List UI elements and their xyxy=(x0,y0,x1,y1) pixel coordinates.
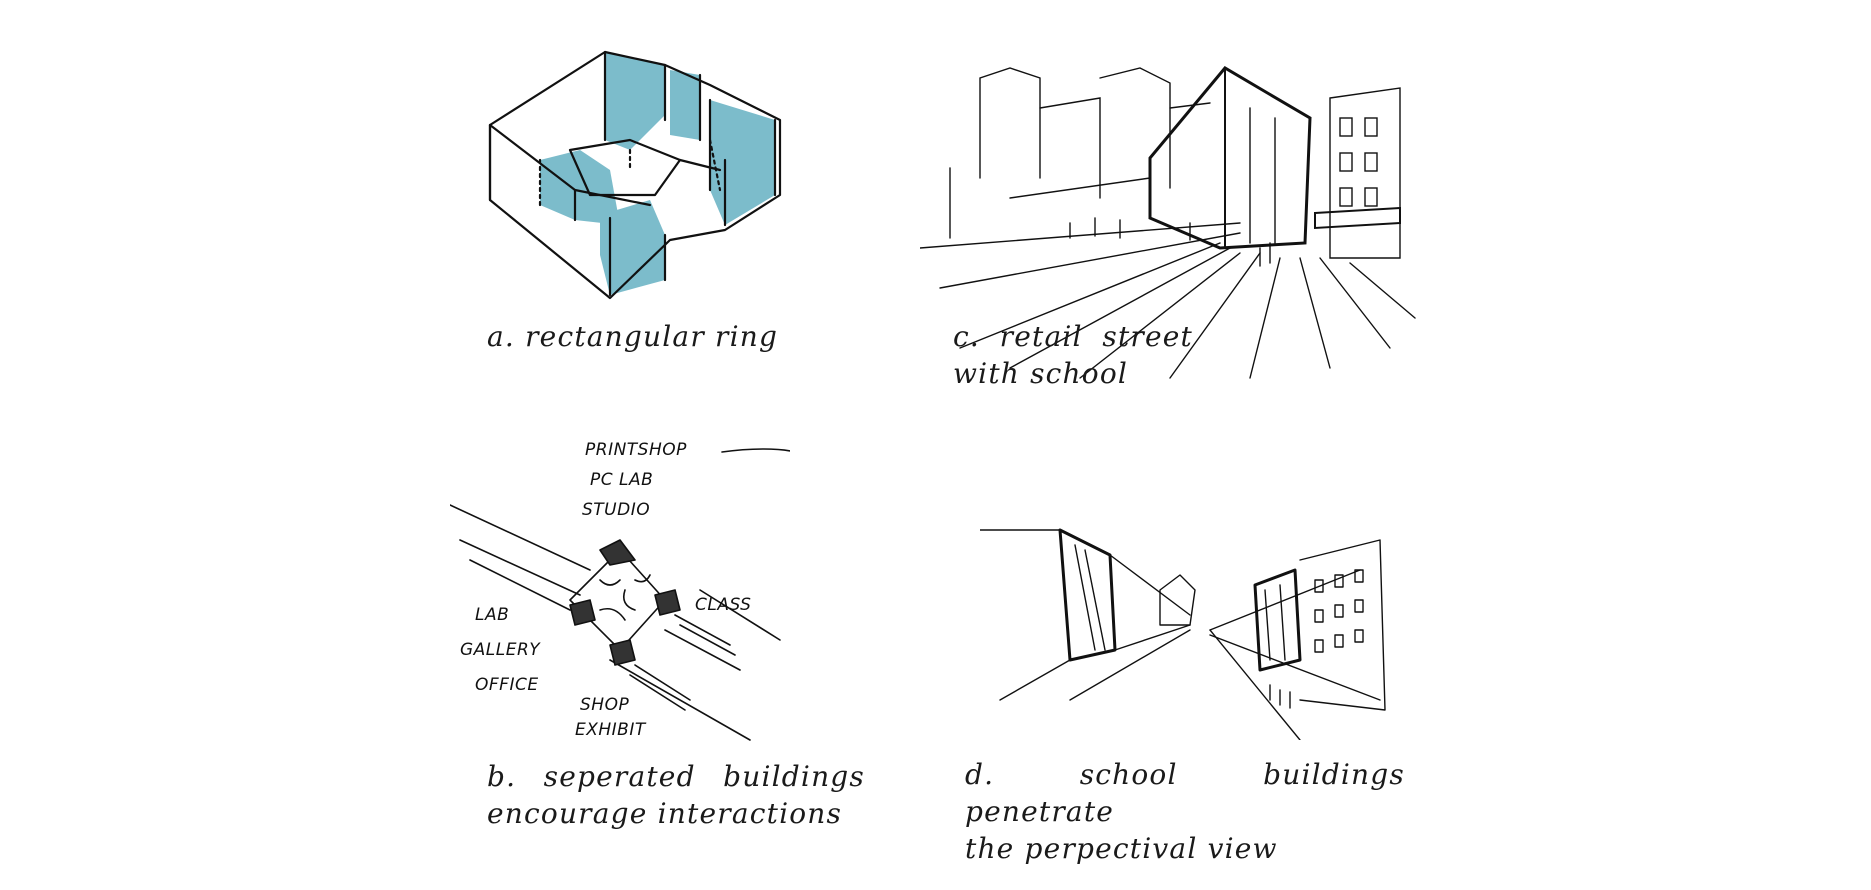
label-printshop: PRINTSHOP xyxy=(585,440,687,460)
label-studio: STUDIO xyxy=(582,500,650,520)
perspective-view-sketch xyxy=(980,528,1386,740)
label-office: OFFICE xyxy=(475,675,539,695)
label-gallery: GALLERY xyxy=(460,640,541,660)
rectangular-ring-sketch xyxy=(488,50,782,300)
caption-c-line1: c. retail street xyxy=(953,320,1193,353)
caption-a: a. rectangular ring xyxy=(487,318,827,355)
caption-b: b. seperated buildings encourage interac… xyxy=(487,758,865,832)
label-pclab: PC LAB xyxy=(590,470,653,490)
label-shop: SHOP xyxy=(580,695,629,715)
caption-d-line2: the perpectival view xyxy=(965,832,1278,865)
caption-d-line1: d. school buildings penetrate xyxy=(965,758,1405,828)
caption-b-line1: b. seperated buildings xyxy=(487,760,865,793)
label-class: CLASS xyxy=(695,595,751,615)
caption-a-line1: a. rectangular ring xyxy=(487,320,779,353)
caption-b-line2: encourage interactions xyxy=(487,797,843,830)
separated-buildings-sketch: PRINTSHOP PC LAB STUDIO LAB GALLERY OFFI… xyxy=(450,440,790,741)
caption-c-line2: with school xyxy=(953,357,1129,390)
caption-d: d. school buildings penetrate the perpec… xyxy=(965,756,1405,867)
label-lab: LAB xyxy=(475,605,509,625)
label-exhibit: EXHIBIT xyxy=(575,720,647,740)
retail-street-sketch xyxy=(920,66,1416,379)
caption-c: c. retail street with school xyxy=(953,318,1193,392)
